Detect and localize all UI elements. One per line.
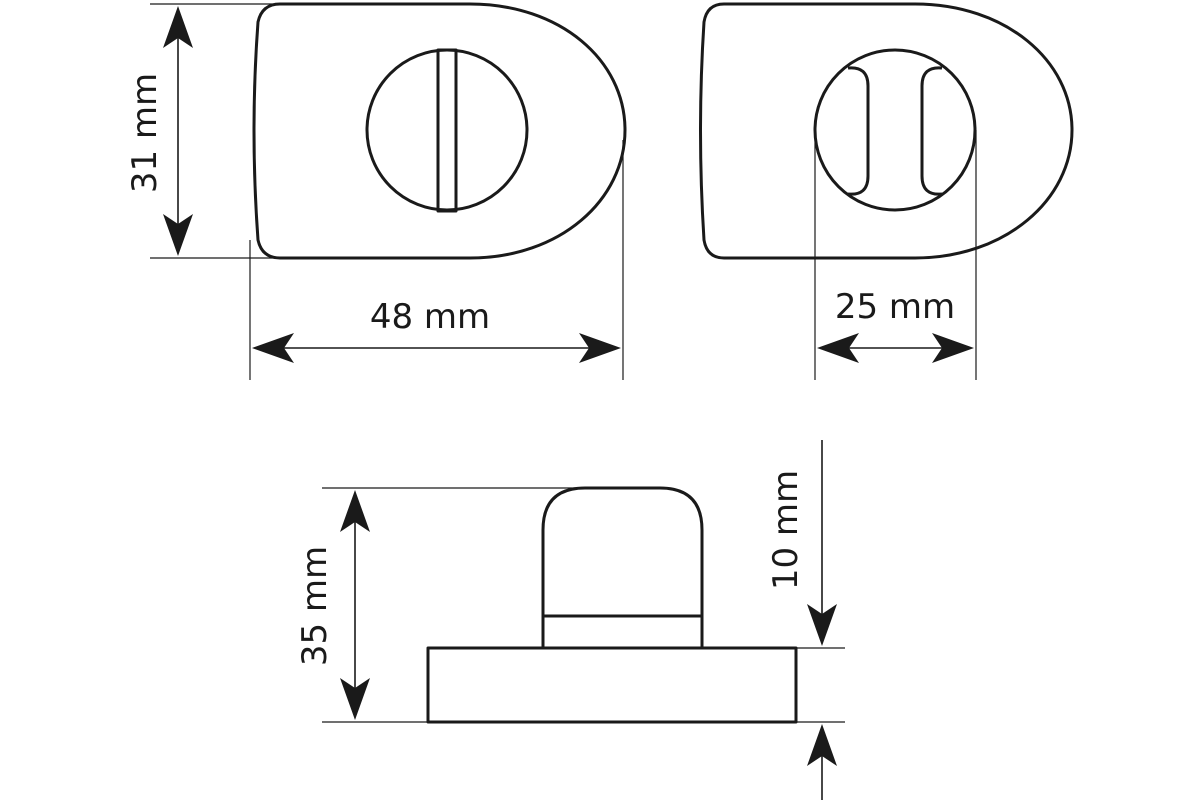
dim-35-label: 35 mm: [295, 546, 335, 666]
dim-25-arrow-left: [817, 333, 859, 363]
back-view-grip-left: [847, 66, 870, 196]
dim-25-label: 25 mm: [835, 287, 955, 327]
dim-10-arrow-up: [807, 724, 837, 766]
dimension-10mm: 10 mm: [766, 440, 845, 800]
side-view: [426, 486, 798, 724]
dimension-31mm: 31 mm: [125, 3, 278, 259]
dimension-35mm: 35 mm: [295, 487, 580, 723]
dim-25-arrow-right: [932, 333, 974, 363]
side-view-base: [426, 646, 798, 724]
front-view-rosette-outline: [252, 2, 627, 260]
dim-48-arrow-left: [252, 333, 294, 363]
dim-35-arrow-down: [340, 678, 370, 720]
side-view-knob: [541, 486, 704, 648]
dim-35-arrow-up: [340, 490, 370, 532]
dimension-48mm: 48 mm: [249, 140, 624, 380]
front-view-slot: [436, 48, 458, 213]
dim-31-arrow-up: [163, 6, 193, 48]
back-view: [699, 2, 1074, 260]
dim-31-label: 31 mm: [125, 73, 165, 193]
front-view: [252, 2, 627, 260]
back-view-grip-right: [920, 66, 943, 196]
back-view-knob-circle: [813, 48, 977, 212]
dimension-25mm: 25 mm: [814, 130, 977, 380]
back-view-rosette-outline: [699, 2, 1074, 260]
dim-48-label: 48 mm: [370, 297, 490, 337]
dim-10-label: 10 mm: [766, 470, 806, 590]
dim-31-arrow-down: [163, 214, 193, 256]
dim-10-arrow-down: [807, 604, 837, 646]
front-view-knob-circle: [365, 48, 529, 212]
dim-48-arrow-right: [579, 333, 621, 363]
